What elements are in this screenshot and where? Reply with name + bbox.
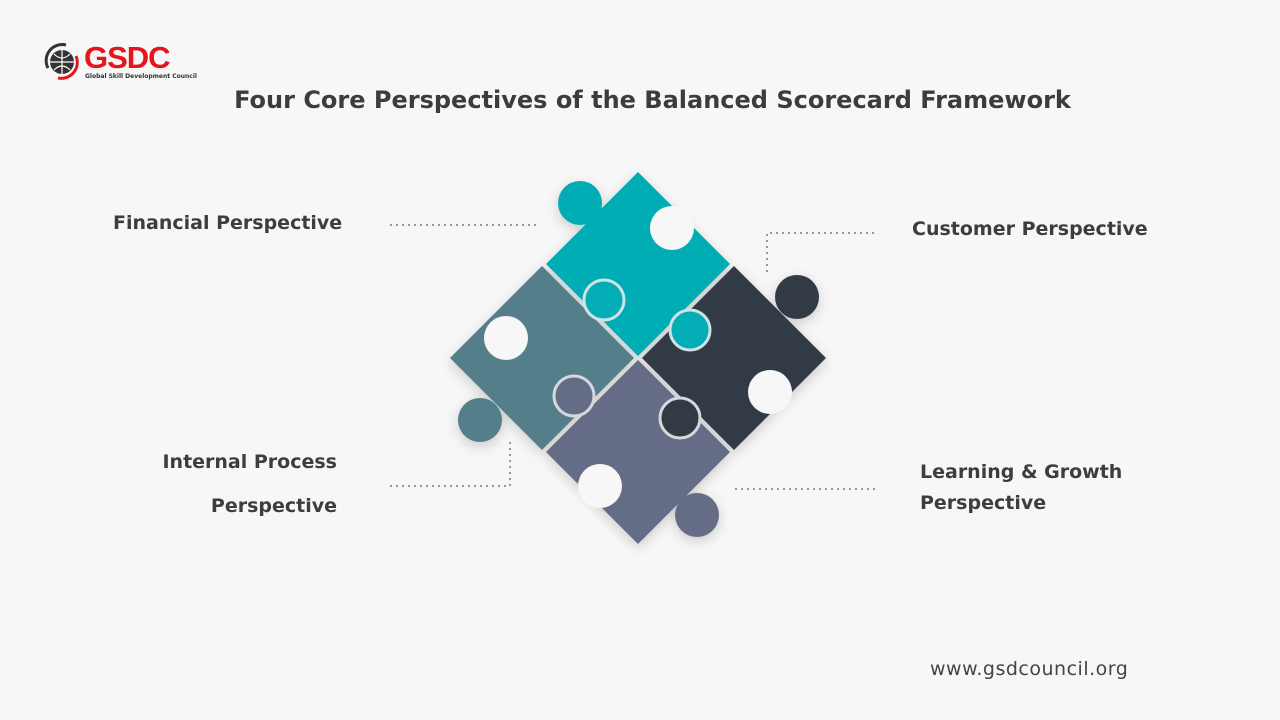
connector-lines	[390, 224, 876, 490]
label-financial: Financial Perspective	[113, 212, 343, 234]
globe-icon	[44, 43, 79, 80]
page-title: Four Core Perspectives of the Balanced S…	[234, 86, 1071, 114]
label-internal-process-line1: Internal Process	[162, 451, 337, 473]
footer-url: www.gsdcouncil.org	[930, 658, 1129, 680]
logo-text: GSDC	[84, 40, 171, 75]
label-internal-process-line2: Perspective	[210, 495, 337, 517]
logo-subtitle: Global Skill Development Council	[85, 73, 197, 80]
label-customer: Customer Perspective	[912, 218, 1148, 240]
label-learning-growth-line1: Learning & Growth	[920, 461, 1123, 483]
label-learning-growth-line2: Perspective	[920, 492, 1047, 514]
